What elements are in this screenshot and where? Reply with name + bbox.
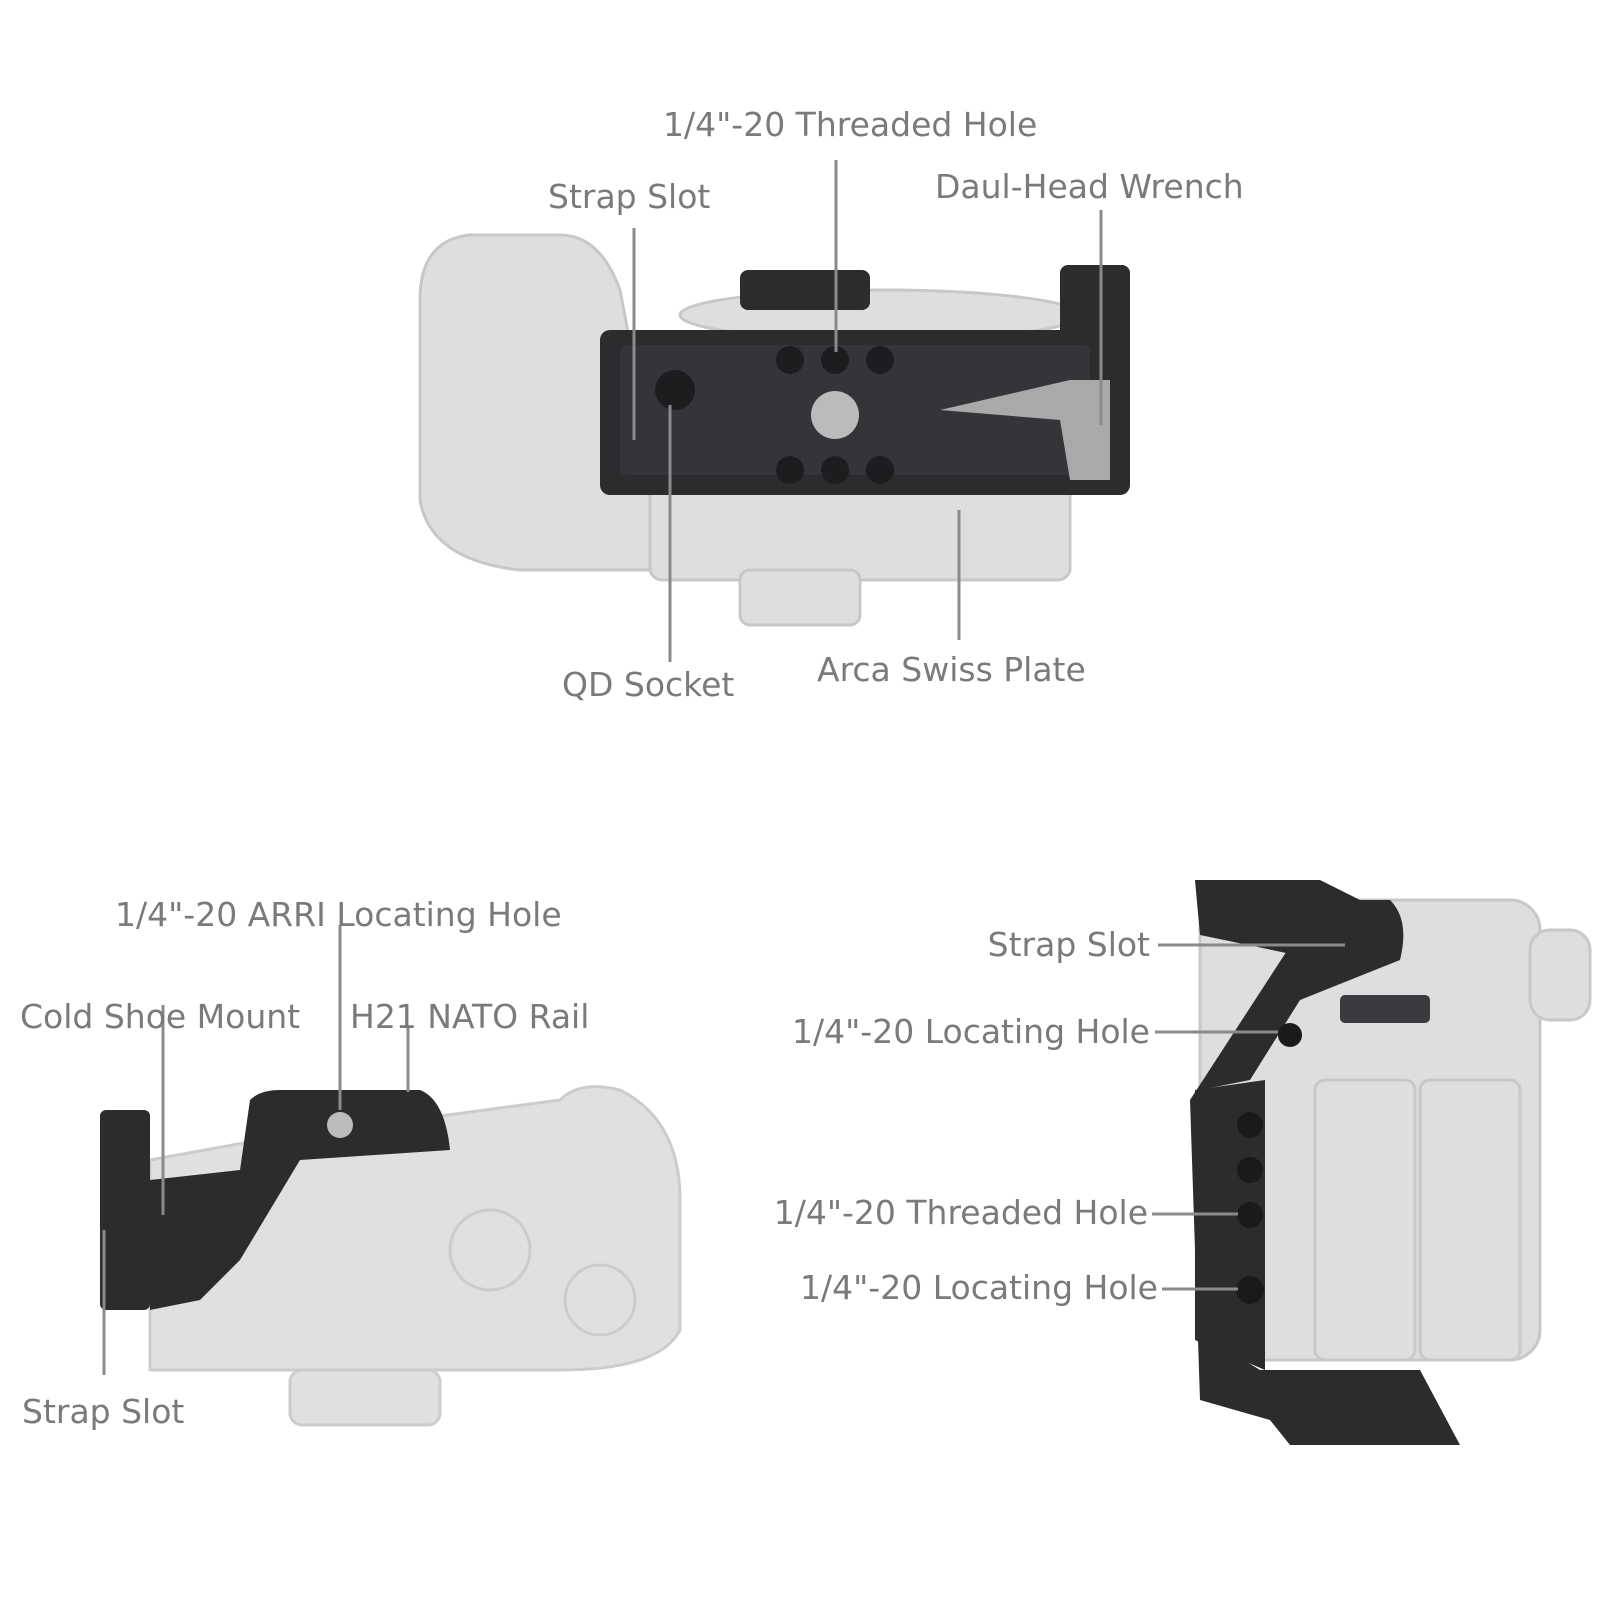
label-top-arca-plate: Arca Swiss Plate (817, 650, 1086, 689)
label-left-strap-slot: Strap Slot (22, 1392, 185, 1431)
top-cold-shoe (740, 270, 870, 310)
label-left-cold-shoe: Cold Shoe Mount (20, 997, 301, 1036)
wrench-shape (940, 380, 1110, 480)
leader-lines (102, 160, 1345, 1375)
label-top-threaded-hole: 1/4"-20 Threaded Hole (663, 105, 1038, 144)
top-camera-body (418, 233, 1082, 627)
label-right-locating-hole-2: 1/4"-20 Locating Hole (800, 1268, 1158, 1307)
label-left-arri-hole: 1/4"-20 ARRI Locating Hole (115, 895, 562, 934)
right-cage (1190, 880, 1460, 1445)
label-left-nato-rail: H21 NATO Rail (350, 997, 590, 1036)
label-top-wrench: Daul-Head Wrench (935, 167, 1244, 206)
label-right-locating-hole-1: 1/4"-20 Locating Hole (792, 1012, 1150, 1051)
label-top-strap-slot: Strap Slot (548, 177, 711, 216)
label-top-qd-socket: QD Socket (562, 665, 735, 704)
label-right-threaded-hole: 1/4"-20 Threaded Hole (773, 1193, 1148, 1232)
label-right-strap-slot: Strap Slot (987, 925, 1150, 964)
top-cage-plate (600, 265, 1130, 495)
left-cage (100, 1090, 450, 1310)
